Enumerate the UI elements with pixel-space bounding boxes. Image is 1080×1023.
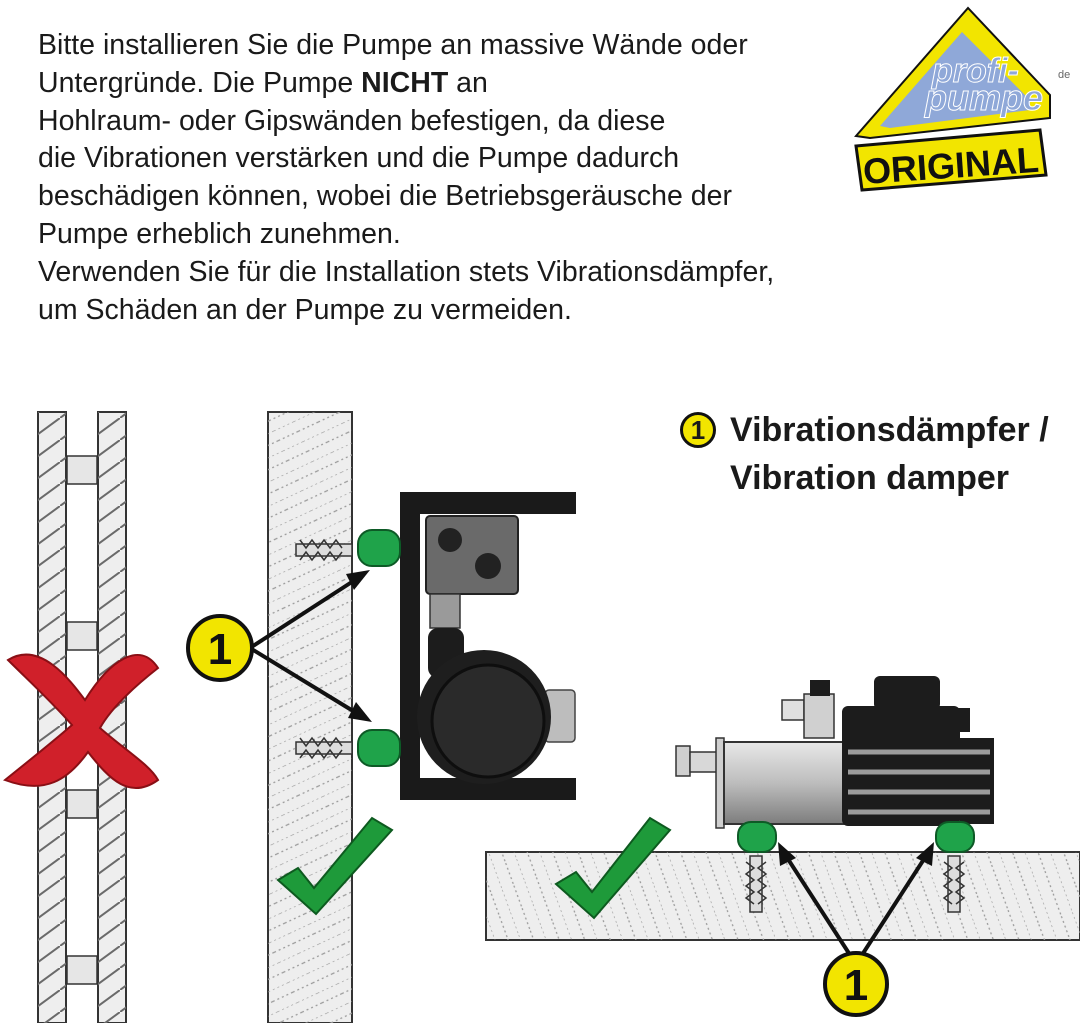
logo-tld: de — [1058, 69, 1070, 81]
instruction-line-3: Hohlraum- oder Gipswänden befestigen, da… — [38, 104, 666, 137]
wall-callout-number: 1 — [208, 625, 232, 674]
legend-number-badge: 1 — [680, 412, 716, 448]
floor-anchor-right — [942, 855, 966, 913]
instruction-line-2b: an — [448, 66, 488, 99]
legend-label-en: Vibration damper — [730, 459, 1009, 497]
instruction-text: Bitte installieren Sie die Pumpe an mass… — [38, 27, 878, 329]
cross-icon — [3, 653, 160, 790]
instruction-line-6: Pumpe erheblich zunehmen. — [38, 217, 401, 250]
checkmark-icon — [276, 816, 394, 916]
logo-brand-line2: pumpe — [924, 77, 1043, 118]
floor-callout-arrows — [778, 842, 934, 960]
instruction-emphasis: NICHT — [361, 66, 449, 99]
wall-anchor-top — [295, 538, 353, 562]
instruction-line-1: Bitte installieren Sie die Pumpe an mass… — [38, 29, 748, 61]
instruction-line-2: Untergründe. Die Pumpe NICHT an — [38, 65, 878, 103]
logo-brand-line1: profi- — [931, 52, 1019, 90]
legend: 1 Vibrationsdämpfer / Vibration damper — [680, 406, 1049, 502]
logo-icon: profi- pumpe de ORIGINAL — [854, 6, 1070, 192]
damper-wall-top — [357, 529, 401, 567]
instruction-line-5: beschädigen können, wobei die Betriebsge… — [38, 180, 732, 213]
checkmark-icon — [554, 816, 672, 920]
solid-wall — [267, 411, 353, 1023]
floor-pump — [675, 676, 994, 829]
damper-wall-bottom — [357, 729, 401, 767]
instruction-line-8: um Schäden an der Pumpe zu vermeiden. — [38, 293, 572, 326]
instruction-line-7: Verwenden Sie für die Installation stets… — [38, 255, 775, 288]
wall-callout-badge: 1 — [186, 614, 254, 682]
floor-anchor-left — [744, 855, 768, 913]
legend-label-de: Vibrationsdämpfer / — [730, 411, 1049, 449]
instruction-line-4: die Vibrationen verstärken und die Pumpe… — [38, 142, 680, 175]
wall-anchor-bottom — [295, 736, 353, 760]
legend-row-de: 1 Vibrationsdämpfer / — [680, 406, 1049, 454]
damper-floor-right — [935, 821, 975, 853]
instruction-line-2a: Untergründe. Die Pumpe — [38, 66, 362, 99]
wall-callout-arrows — [248, 570, 372, 722]
floor-callout-number: 1 — [844, 961, 868, 1010]
wall-pump — [400, 492, 576, 800]
damper-floor-left — [737, 821, 777, 853]
floor-callout-badge: 1 — [823, 951, 889, 1017]
